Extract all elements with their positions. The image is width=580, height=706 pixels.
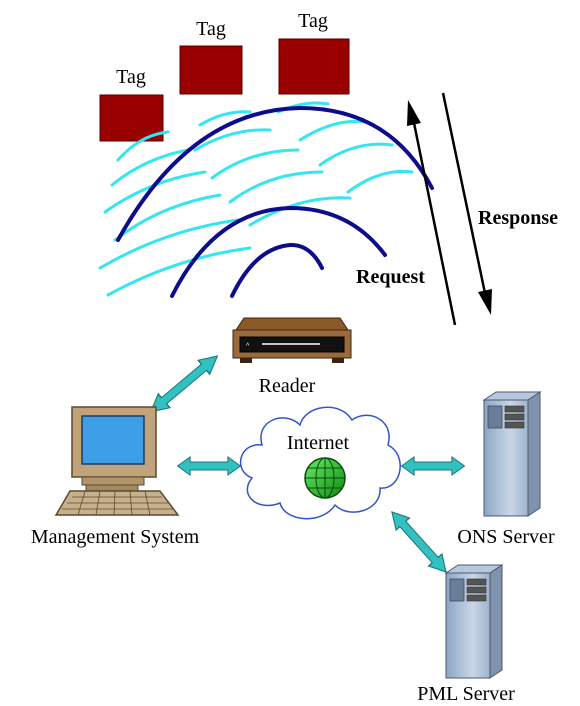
reader-wave-middle	[170, 205, 387, 298]
tag-1-label: Tag	[116, 66, 146, 88]
pml-server-label: PML Server	[417, 683, 515, 705]
wave-arc	[248, 196, 352, 227]
computer-icon	[54, 406, 180, 516]
wave-arc	[346, 169, 414, 194]
response-label: Response	[478, 207, 558, 229]
tag-2-box	[179, 45, 243, 95]
svg-text:^: ^	[246, 343, 250, 350]
response-arrow-line	[441, 92, 488, 299]
wave-arc	[113, 193, 222, 242]
connector-management-internet	[176, 456, 242, 476]
response-arrowhead	[478, 289, 492, 315]
tag-1: Tag	[99, 66, 164, 142]
tag-3: Tag	[278, 10, 350, 95]
radio-waves-light	[98, 101, 414, 297]
tag-3-box	[278, 38, 350, 95]
wave-arc	[116, 130, 170, 162]
ons-server-label: ONS Server	[457, 526, 555, 548]
request-arrow-line	[411, 117, 457, 326]
reader-wave-inner	[230, 242, 324, 298]
globe-icon	[304, 457, 346, 499]
request-arrow: Request	[356, 100, 457, 326]
wave-arc	[110, 148, 190, 187]
reader-label: Reader	[259, 375, 316, 397]
wave-arc	[228, 170, 324, 204]
wave-arc	[198, 110, 252, 127]
wave-arc	[318, 142, 394, 167]
wave-arc	[210, 148, 300, 180]
tag-1-box	[99, 94, 164, 142]
wave-arc	[98, 218, 240, 270]
connector-internet-pml	[391, 511, 447, 573]
radio-waves-dark	[116, 105, 434, 298]
ons-server-icon	[482, 391, 542, 517]
tag-3-label: Tag	[298, 10, 328, 32]
reader-icon: ^	[232, 317, 352, 363]
management-system-label: Management System	[31, 526, 200, 548]
internet-label: Internet	[287, 432, 350, 454]
wave-arc	[193, 128, 272, 152]
reader-wave-outer	[116, 105, 434, 242]
connector-reader-management	[149, 355, 219, 413]
tag-2: Tag	[179, 18, 243, 95]
wave-arc	[106, 246, 252, 297]
wave-arc	[298, 119, 367, 142]
request-label: Request	[356, 266, 425, 288]
request-arrowhead	[407, 100, 421, 126]
response-arrow: Response	[441, 92, 558, 315]
connector-internet-ons	[400, 456, 466, 476]
pml-server-icon	[444, 564, 504, 679]
tag-2-label: Tag	[196, 18, 226, 40]
